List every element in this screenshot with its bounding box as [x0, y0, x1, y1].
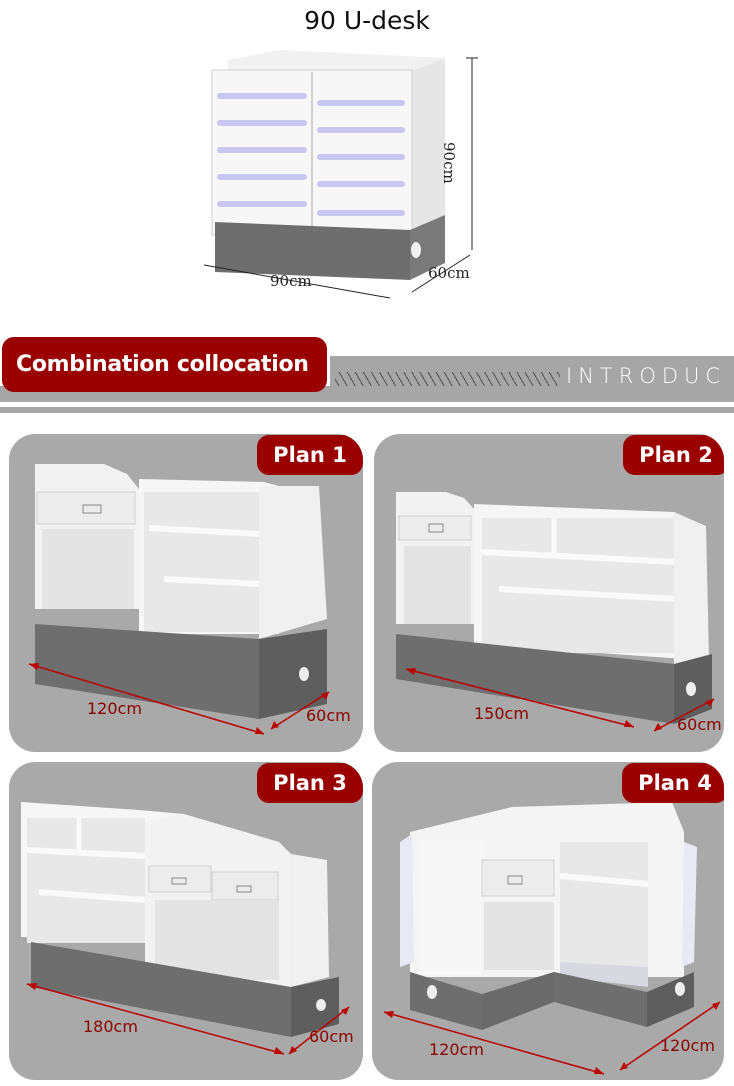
depth-dimension: 120cm — [660, 1036, 715, 1055]
u-desk-image: 90cm 90cm 60cm — [190, 50, 490, 300]
plan-card-1: Plan 1 120cm 60cm — [9, 434, 363, 752]
width-dimension: 90cm — [270, 272, 312, 290]
section-subtitle: INTRODUC — [566, 364, 727, 388]
product-title: 90 U-desk — [304, 6, 430, 35]
width-dimension: 180cm — [83, 1017, 138, 1036]
width-dimension: 120cm — [429, 1040, 484, 1059]
depth-dimension: 60cm — [428, 264, 470, 282]
plan-badge: Plan 4 — [622, 763, 724, 803]
plan-badge: Plan 1 — [257, 435, 363, 475]
plan-card-3: Plan 3 180cm 60cm — [9, 762, 363, 1080]
width-dimension: 150cm — [474, 704, 529, 723]
hatch-decoration — [335, 372, 560, 386]
banner-divider — [0, 407, 734, 413]
depth-dimension: 60cm — [677, 715, 722, 734]
plan-card-4: Plan 4 120cm 120cm — [372, 762, 724, 1080]
width-dimension: 120cm — [87, 699, 142, 718]
plan-badge: Plan 3 — [257, 763, 363, 803]
depth-dimension: 60cm — [306, 706, 351, 725]
depth-dimension: 60cm — [309, 1027, 354, 1046]
plan-badge: Plan 2 — [623, 435, 724, 475]
section-title: Combination collocation — [2, 337, 327, 392]
height-dimension: 90cm — [440, 142, 458, 184]
plan-card-2: Plan 2 150cm 60cm — [374, 434, 724, 752]
